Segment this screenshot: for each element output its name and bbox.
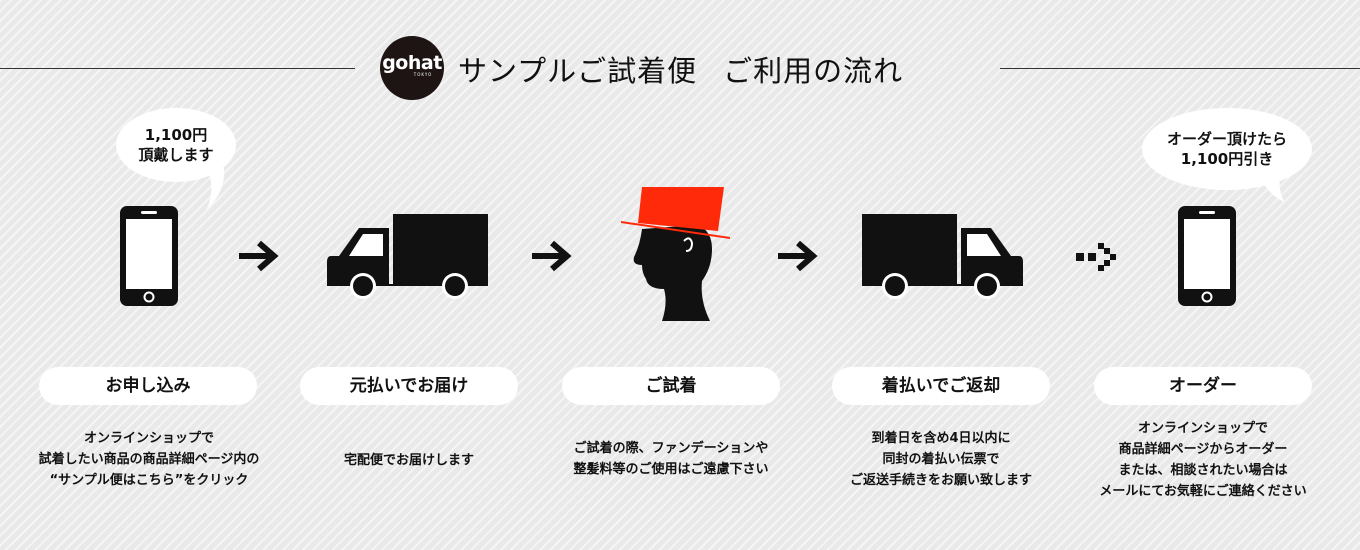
smartphone-icon (1178, 206, 1236, 306)
step-desc-line: 宅配便でお届けします (343, 453, 474, 468)
step-desc-return: 到着日を含め4日以内に 同封の着払い伝票で ご返送手続きをお願い致します (806, 428, 1076, 491)
step-desc-line: ご返送手続きをお願い致します (849, 473, 1032, 488)
return-truck-icon (862, 214, 1023, 299)
delivery-truck-icon (327, 214, 488, 299)
step-desc-order: オンラインショップで 商品詳細ページからオーダー または、相談されたい場合は メ… (1068, 418, 1338, 502)
step-desc-line: “サンプル便はこちら”をクリック (49, 473, 249, 488)
step-label-order: オーダー (1094, 367, 1312, 405)
step-desc-line: ご試着の際、ファンデーションや (573, 441, 769, 456)
step-desc-apply: オンラインショップで 試着したい商品の商品詳細ページ内の “サンプル便はこちら”… (14, 428, 284, 491)
speech-bubble-fee-line-1: 1,100円 (144, 126, 208, 144)
speech-bubble-fee-line-2: 頂戴します (138, 146, 214, 164)
brand-logo-sub: TOKYO (413, 72, 433, 77)
step-desc-line: メールにてお気軽にご連絡ください (1099, 484, 1307, 499)
step-label-try-on: ご試着 (562, 367, 780, 405)
step-desc-line: オンラインショップで (1137, 421, 1268, 436)
speech-bubble-tail-icon (198, 168, 225, 210)
brand-logo: gohat TOKYO (380, 36, 444, 100)
speech-bubble-discount-line-2: 1,100円引き (1180, 150, 1274, 168)
speech-bubble-discount: オーダー頂けたら 1,100円引き (1142, 108, 1312, 190)
speech-bubble-discount-line-1: オーダー頂けたら (1166, 130, 1287, 148)
page-title-part2: ご利用の流れ (723, 54, 904, 88)
step-desc-try-on: ご試着の際、ファンデーションや 整髪料等のご使用はご遠慮下さい (536, 438, 806, 480)
page-title: サンプルご試着便ご利用の流れ (458, 48, 903, 90)
step-desc-line: または、相談されたい場合は (1118, 463, 1288, 478)
step-desc-line: オンラインショップで (83, 431, 214, 446)
step-desc-line: 試着したい商品の商品詳細ページ内の (38, 452, 260, 467)
arrow-right-icon (532, 240, 572, 272)
step-desc-line: 同封の着払い伝票で (882, 452, 1000, 467)
step-desc-line: 整髪料等のご使用はご遠慮下さい (573, 462, 769, 477)
step-label-apply: お申し込み (39, 367, 257, 405)
smartphone-icon (120, 206, 178, 306)
page-title-part1: サンプルご試着便 (458, 54, 698, 88)
step-label-delivery: 元払いでお届け (300, 367, 518, 405)
brand-logo-text: gohat (382, 52, 442, 74)
header-rule-right (1000, 68, 1360, 69)
step-desc-delivery: 宅配便でお届けします (274, 450, 544, 471)
arrow-right-icon (778, 240, 818, 272)
speech-bubble-tail-icon (1258, 174, 1284, 202)
arrow-right-icon (239, 240, 279, 272)
step-label-return: 着払いでご返却 (832, 367, 1050, 405)
head-with-hat-icon (621, 187, 730, 321)
step-desc-line: 商品詳細ページからオーダー (1118, 442, 1288, 457)
header-rule-left (0, 68, 355, 69)
step-desc-line: 到着日を含め4日以内に (871, 431, 1011, 446)
dotted-arrow-right-icon (1076, 243, 1116, 271)
